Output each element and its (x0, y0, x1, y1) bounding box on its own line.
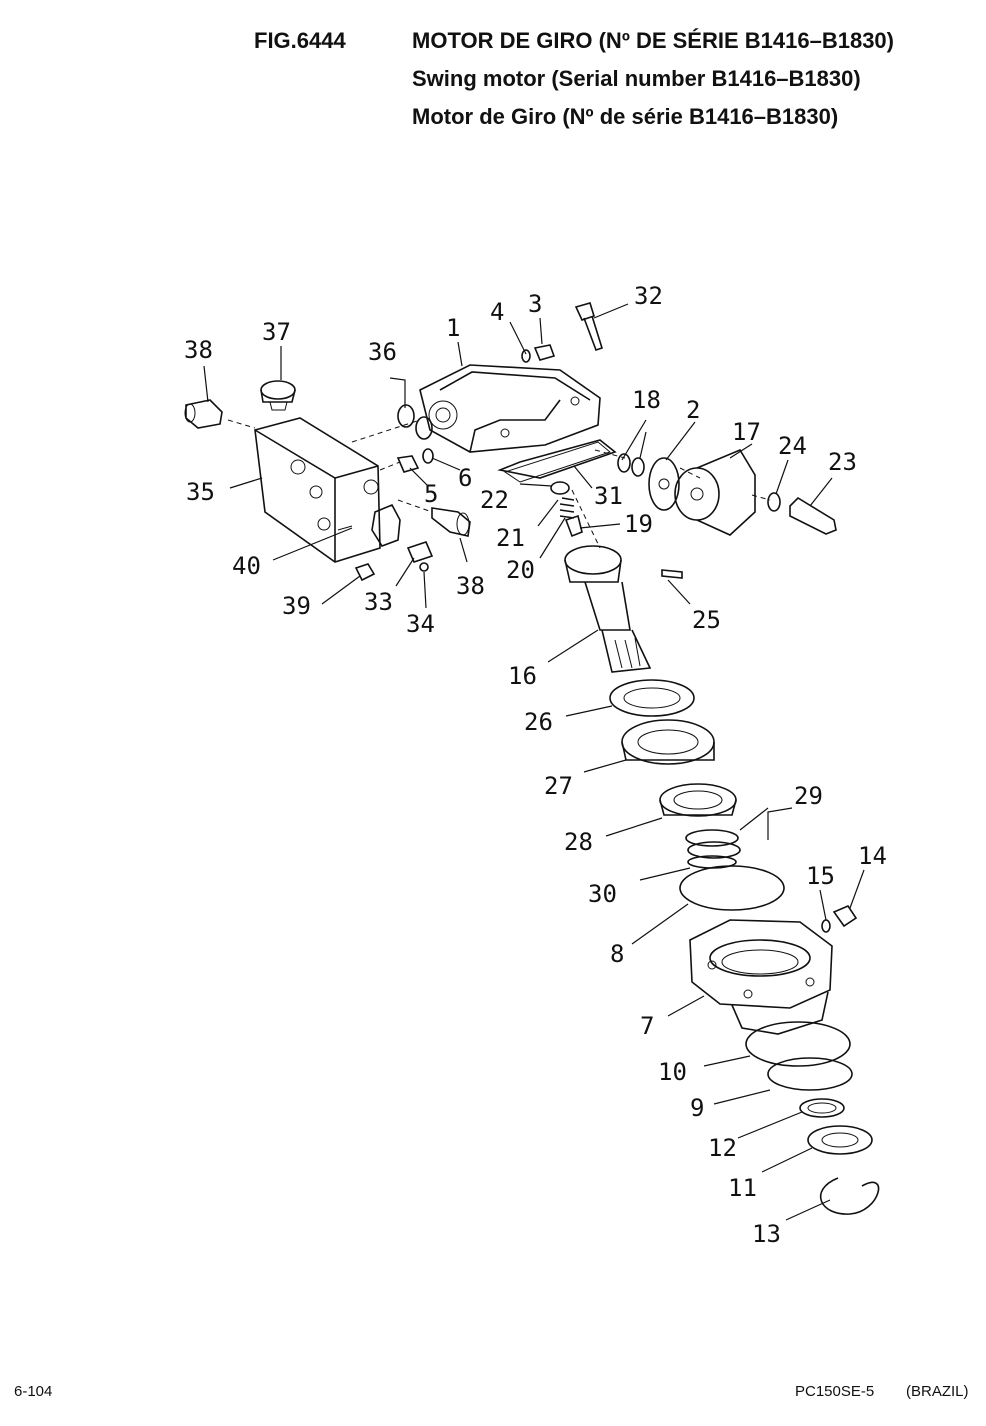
callout-23: 23 (828, 448, 857, 476)
callout-38-lower: 38 (456, 572, 485, 600)
part-35-valve-block (254, 417, 401, 563)
part-17-cylinder-block (674, 448, 756, 536)
part-38-relief-valve-right (431, 507, 471, 537)
callout-3: 3 (528, 290, 542, 318)
callout-29: 29 (794, 782, 823, 810)
part-37-plug (260, 380, 296, 411)
callout-4: 4 (490, 298, 504, 326)
callout-18: 18 (632, 386, 661, 414)
callout-24: 24 (778, 432, 807, 460)
part-26-thrust-bearing (609, 679, 695, 717)
part-23-bolt (789, 496, 837, 535)
callout-31: 31 (594, 482, 623, 510)
callout-17: 17 (732, 418, 761, 446)
callout-15: 15 (806, 862, 835, 890)
callout-2: 2 (686, 396, 700, 424)
figure-number: FIG.6444 (254, 28, 346, 53)
callout-39: 39 (282, 592, 311, 620)
callout-8: 8 (610, 940, 624, 968)
part-40-body-detail (337, 525, 353, 531)
callout-32: 32 (634, 282, 663, 310)
leader-lines (203, 303, 865, 1221)
callout-30: 30 (588, 880, 617, 908)
callout-37: 37 (262, 318, 291, 346)
callout-35: 35 (186, 478, 215, 506)
part-11-plate (807, 1125, 873, 1155)
part-19-pin (564, 514, 583, 538)
callout-6: 6 (458, 464, 472, 492)
callout-5: 5 (424, 480, 438, 508)
callout-14: 14 (858, 842, 887, 870)
callout-11: 11 (728, 1174, 757, 1202)
part-6-washer (422, 448, 434, 464)
part-3-plug (533, 344, 556, 361)
part-33-pin (406, 541, 434, 563)
part-25-pin (661, 569, 683, 579)
part-31-gasket (503, 441, 612, 483)
callout-1: 1 (446, 314, 460, 342)
callout-27: 27 (544, 772, 573, 800)
part-12-seal (799, 1098, 845, 1118)
callout-33: 33 (364, 588, 393, 616)
callout-38-upper: 38 (184, 336, 213, 364)
part-32-bolt (574, 302, 603, 352)
part-5-plug (396, 455, 420, 473)
callout-21: 21 (496, 524, 525, 552)
part-4-washer (521, 349, 531, 363)
part-18-bushings (617, 453, 645, 477)
part-21-spring (559, 497, 575, 519)
callout-13: 13 (752, 1220, 781, 1248)
part-34-ball (419, 562, 429, 572)
title-english: Swing motor (Serial number B1416–B1830) (412, 66, 861, 91)
callout-10: 10 (658, 1058, 687, 1086)
model-code: PC150SE-5 (795, 1383, 875, 1400)
part-7-flange-housing (689, 919, 833, 1035)
part-14-bolt (832, 905, 858, 928)
part-29-seal (685, 829, 741, 859)
part-1-housing-cover (419, 364, 617, 479)
part-22-retainer (550, 481, 570, 495)
part-16-shaft (564, 545, 652, 673)
callout-36: 36 (368, 338, 397, 366)
callout-labels: 1 2 3 4 5 6 7 8 9 10 11 12 13 14 15 16 1… (184, 282, 887, 1248)
callout-25: 25 (692, 606, 721, 634)
callout-9: 9 (690, 1094, 704, 1122)
part-9-ring (767, 1057, 853, 1091)
part-15-washer (821, 919, 831, 933)
callout-7: 7 (640, 1012, 654, 1040)
part-2-valve-plate (648, 457, 680, 511)
title-spanish: Motor de Giro (Nº de série B1416–B1830) (412, 104, 839, 129)
part-28-bearing (659, 783, 737, 817)
part-24-nut (767, 492, 781, 512)
callout-26: 26 (524, 708, 553, 736)
callout-22: 22 (480, 486, 509, 514)
part-13-snap-ring (819, 1177, 880, 1215)
part-38-relief-valve-left (184, 399, 223, 429)
region-label: (BRAZIL) (906, 1383, 969, 1400)
callout-19: 19 (624, 510, 653, 538)
callout-16: 16 (508, 662, 537, 690)
callout-12: 12 (708, 1134, 737, 1162)
page-number: 6-104 (14, 1383, 53, 1400)
part-36-o-rings (397, 404, 433, 440)
part-10-o-ring (745, 1021, 851, 1067)
callout-20: 20 (506, 556, 535, 584)
assembly-axis-lines (227, 419, 771, 549)
title-portuguese: MOTOR DE GIRO (Nº DE SÉRIE B1416–B1830) (412, 28, 894, 53)
callout-28: 28 (564, 828, 593, 856)
callout-40: 40 (232, 552, 261, 580)
part-8-o-ring (679, 865, 785, 911)
callout-34: 34 (406, 610, 435, 638)
part-27-roller-bearing (621, 719, 715, 765)
